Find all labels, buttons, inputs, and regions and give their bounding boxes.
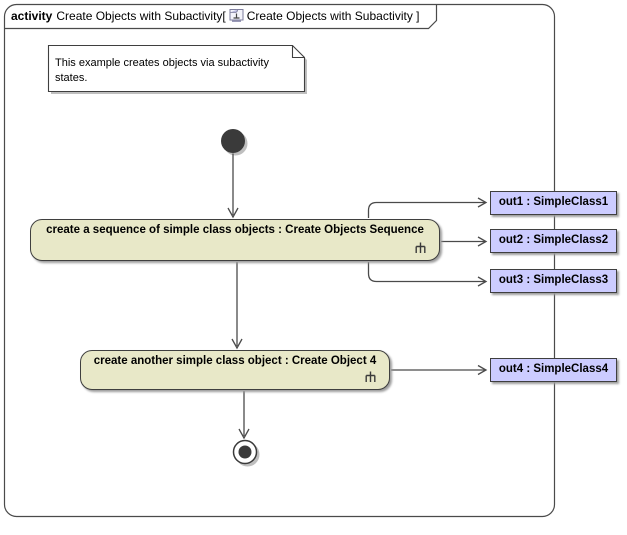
rake-icon: [415, 242, 426, 257]
arrowhead-right-out2: [477, 236, 488, 247]
arrowhead-down-action2: [231, 338, 243, 350]
object-node-out3[interactable]: out3 : SimpleClass3: [490, 269, 617, 293]
note-fold-corner: [291, 45, 305, 59]
object-node-out1[interactable]: out1 : SimpleClass1: [490, 191, 617, 215]
arrowhead-right-out3: [477, 276, 488, 287]
edge-action1-to-out1: [367, 201, 485, 218]
activity-diagram-icon: [229, 8, 244, 26]
arrowhead-down-action1: [227, 207, 239, 219]
rake-icon: [365, 371, 376, 386]
note-text: This example creates objects via subacti…: [55, 57, 269, 84]
object-node-out2[interactable]: out2 : SimpleClass2: [490, 229, 617, 253]
frame-title-pentagon: [4, 4, 438, 30]
arrowhead-right-out1: [477, 197, 488, 208]
final-node-core: [238, 445, 252, 459]
action-create-object-4[interactable]: create another simple class object : Cre…: [80, 350, 390, 390]
edge-action1-to-out3: [367, 262, 485, 283]
arrowhead-down-final: [238, 428, 250, 440]
arrowhead-right-out4: [477, 364, 488, 376]
action-label: create a sequence of simple class object…: [46, 224, 424, 236]
object-node-out4[interactable]: out4 : SimpleClass4: [490, 358, 617, 382]
action-create-objects-sequence[interactable]: create a sequence of simple class object…: [30, 219, 440, 261]
activity-frame-border: [3, 3, 556, 518]
frame-keyword: activity: [11, 9, 53, 23]
frame-title-text-left: Create Objects with Subactivity[: [56, 9, 226, 23]
initial-node[interactable]: [221, 129, 245, 153]
note-shape[interactable]: [47, 44, 306, 93]
frame-title-text-right: Create Objects with Subactivity ]: [246, 9, 420, 23]
action-label: create another simple class object : Cre…: [93, 355, 377, 367]
